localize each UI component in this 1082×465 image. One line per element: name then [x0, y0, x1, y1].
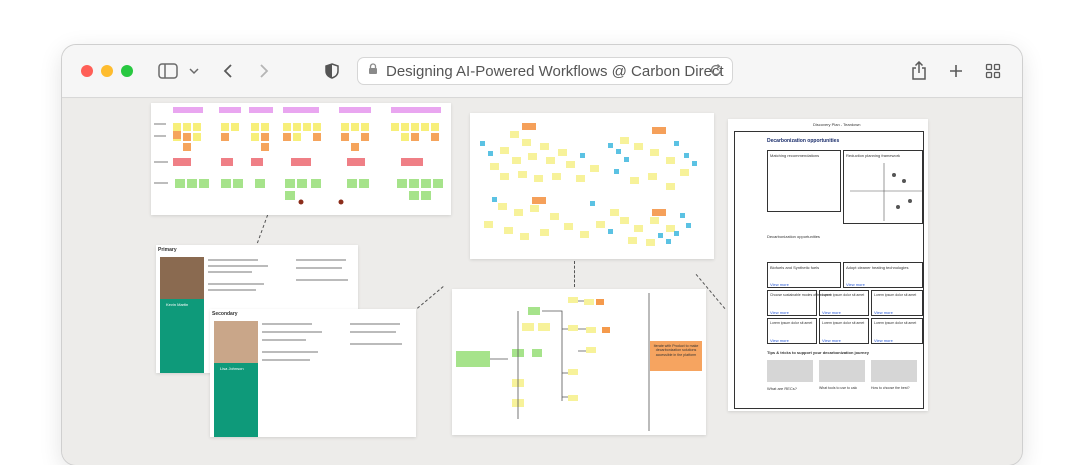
flow-orange-callout: Iterate with Product to make decarboniza…	[650, 341, 702, 371]
back-icon[interactable]	[220, 59, 236, 83]
zoom-window-button[interactable]	[121, 65, 133, 77]
lock-icon	[368, 62, 378, 80]
plus-icon[interactable]	[947, 59, 965, 83]
wireframe-opps-heading: Decarbonization opportunities	[767, 234, 820, 239]
browser-window: Designing AI-Powered Workflows @ Carbon …	[62, 45, 1022, 465]
wireframe-tips-heading: Tips & tricks to support your decarboniz…	[767, 350, 869, 355]
wireframe-left-panel-title: Matching recommendations	[770, 153, 820, 158]
shield-icon[interactable]	[324, 59, 340, 83]
share-icon[interactable]	[909, 59, 929, 83]
persona-primary-sidebar: Kevin Martin	[160, 257, 204, 373]
flow-orange-callout-text: Iterate with Product to make decarboniza…	[653, 344, 699, 357]
persona-secondary-card[interactable]: Secondary Lisa Johnson	[210, 309, 416, 437]
minimize-window-button[interactable]	[101, 65, 113, 77]
persona-primary-name: Kevin Martin	[166, 302, 189, 307]
persona-primary-avatar	[160, 257, 204, 299]
persona-secondary-name: Lisa Johnson	[220, 366, 244, 371]
affinity-cluster-board[interactable]	[470, 113, 714, 259]
forward-icon[interactable]	[256, 59, 272, 83]
wireframe-page: Decarbonization opportunities Matching r…	[734, 131, 924, 409]
wireframe-left-panel: Matching recommendations	[767, 150, 841, 212]
wireframe-tip-1[interactable]	[767, 360, 813, 382]
persona-secondary-sidebar: Lisa Johnson	[214, 321, 258, 437]
wireframe-tip-2-title: What tools to use to calc	[819, 386, 858, 390]
wireframe-frame-title: Discovery Plan - Teardown	[813, 122, 861, 127]
connector-line	[574, 261, 575, 287]
wireframe-board[interactable]: Discovery Plan - Teardown Decarbonizatio…	[728, 119, 928, 411]
browser-toolbar: Designing AI-Powered Workflows @ Carbon …	[62, 45, 1022, 98]
journey-map-board[interactable]	[151, 103, 451, 215]
address-bar[interactable]: Designing AI-Powered Workflows @ Carbon …	[357, 57, 733, 85]
wireframe-quadrant-chart	[850, 163, 922, 221]
journey-map-notes	[154, 107, 443, 205]
sidebar-icon[interactable]	[157, 59, 179, 83]
wireframe-tip-1-title: What are RECs?	[767, 386, 798, 391]
chevron-down-icon[interactable]	[187, 59, 201, 83]
flow-board[interactable]: Iterate with Product to make decarboniza…	[452, 289, 706, 435]
reload-icon[interactable]	[709, 63, 723, 82]
persona-secondary-heading: Secondary	[212, 311, 238, 317]
wireframe-tip-2[interactable]	[819, 360, 865, 382]
persona-secondary-avatar	[214, 321, 258, 363]
flow-diagram	[456, 293, 650, 431]
connector-line	[256, 214, 269, 244]
persona-primary-heading: Primary	[158, 247, 177, 253]
wireframe-page-heading: Decarbonization opportunities	[767, 138, 840, 144]
page-title: Designing AI-Powered Workflows @ Carbon …	[386, 62, 724, 80]
close-window-button[interactable]	[81, 65, 93, 77]
wireframe-tip-3[interactable]	[871, 360, 917, 382]
wireframe-tip-3-title: How to choose the best?	[871, 386, 910, 390]
wireframe-right-panel-title: Reduction planning framework	[846, 153, 901, 158]
affinity-cluster-notes	[480, 123, 697, 246]
whiteboard-canvas[interactable]: Primary Kevin Martin Secondary Lisa John…	[62, 99, 1022, 465]
tabs-grid-icon[interactable]	[984, 59, 1002, 83]
wireframe-right-panel: Reduction planning framework	[843, 150, 923, 224]
